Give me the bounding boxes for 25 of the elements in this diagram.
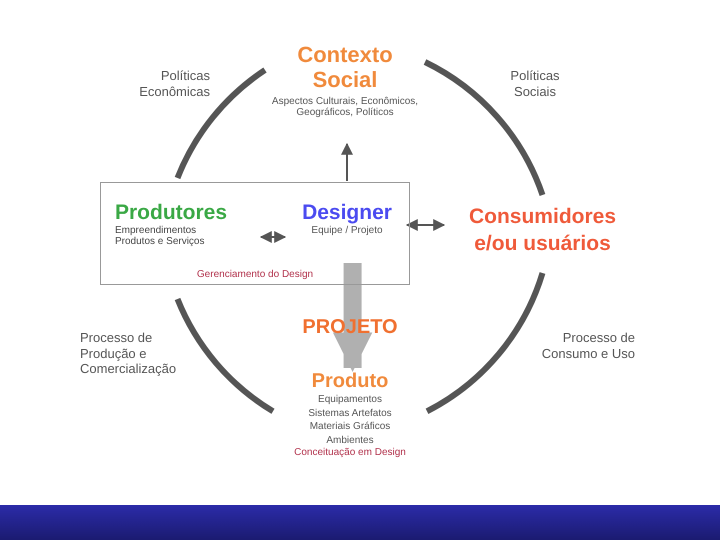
producer-heading: Produtores	[115, 201, 228, 225]
designer-heading: Designer	[301, 201, 393, 225]
cycle-label: Processo de Produção e Comercialização	[80, 330, 178, 377]
arrow	[406, 219, 446, 231]
edge-label: PROJETO	[301, 315, 399, 339]
group-box	[100, 182, 410, 285]
cycle-label: Políticas Sociais	[509, 68, 561, 100]
project-arrow	[332, 263, 372, 372]
arrow	[341, 142, 353, 181]
producer-description: Empreendimentos Produtos e Serviços	[115, 225, 206, 247]
designer-description: Equipe / Projeto	[310, 225, 384, 236]
product-description: Equipamentos Sistemas Artefatos Materiais Gráficos Ambientes	[307, 393, 393, 447]
arrow	[260, 231, 286, 243]
cycle-label: Processo de Consumo e Uso	[540, 330, 635, 362]
concept-note: Conceituação em Design	[293, 447, 407, 458]
cycle-arc	[174, 298, 275, 414]
cycle-label: Políticas Econômicas	[138, 68, 210, 100]
cycle-arc	[174, 68, 267, 180]
product-heading: Produto	[310, 370, 390, 393]
cycle-arc	[425, 272, 546, 414]
content-description: Aspectos Culturais, Econômicos, Geográficos, Políticos	[270, 96, 420, 118]
content-heading: Contexto Social	[296, 42, 394, 93]
cycle-arc	[424, 59, 546, 196]
consumer-heading: Consumidores e/ou usuários	[468, 204, 618, 258]
management-note: Gerenciamento do Design	[196, 269, 314, 280]
